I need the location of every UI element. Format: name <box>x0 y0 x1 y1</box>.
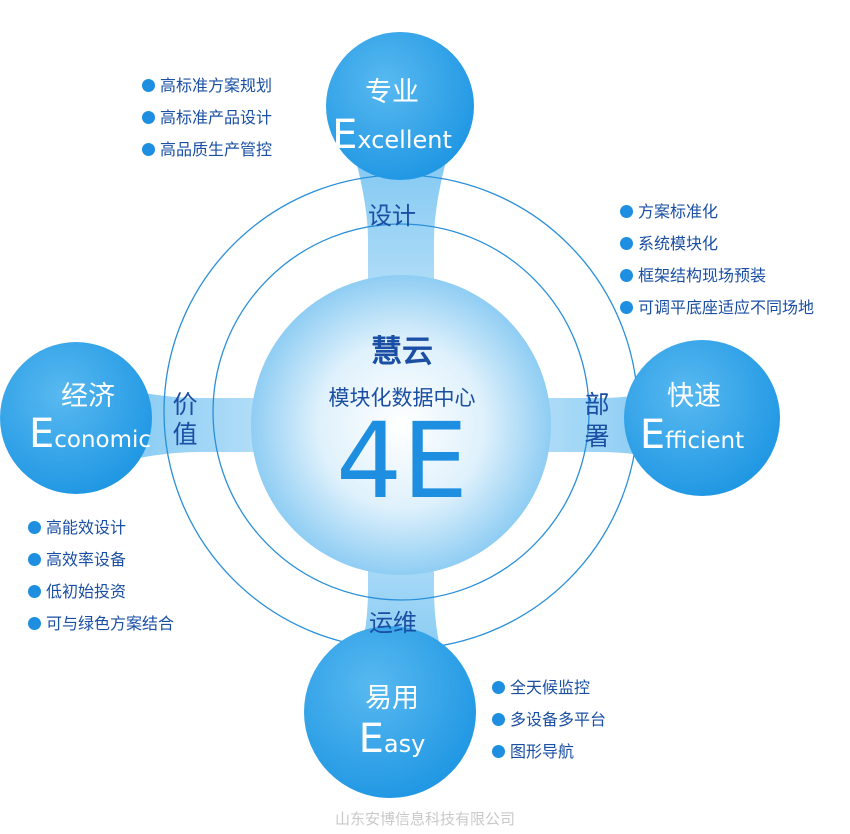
list-item-text: 高能效设计 <box>46 518 127 537</box>
bullet-dot-icon <box>142 111 155 124</box>
node-right-initial: E <box>640 412 665 458</box>
node-right-rest: fficient <box>665 428 744 454</box>
node-left-cn: 经济 <box>61 381 115 412</box>
list-item-text: 框架结构现场预装 <box>638 266 767 285</box>
node-right-circle <box>624 340 780 496</box>
list-item: 高效率设备 <box>28 544 174 576</box>
ring-label-left-1: 价 <box>172 390 197 419</box>
center-title: 慧云 <box>371 334 433 370</box>
list-item: 高能效设计 <box>28 512 174 544</box>
node-bottom-rest: asy <box>384 730 425 758</box>
center-glow <box>251 275 551 575</box>
node-top-initial: E <box>332 112 357 158</box>
list-item-text: 全天候监控 <box>510 678 591 697</box>
node-bottom-en: Easy <box>359 716 426 762</box>
list-item: 可调平底座适应不同场地 <box>620 292 814 324</box>
ring-label-right-1: 部 <box>584 390 609 419</box>
list-item-text: 高品质生产管控 <box>160 140 273 159</box>
list-item: 高品质生产管控 <box>142 134 272 166</box>
bullet-dot-icon <box>620 237 633 250</box>
node-left-en: Economic <box>29 411 151 457</box>
node-left-initial: E <box>29 411 54 457</box>
list-top-left: 高标准方案规划 高标准产品设计 高品质生产管控 <box>142 70 272 166</box>
node-left-rest: conomic <box>54 427 151 453</box>
list-right: 方案标准化 系统模块化 框架结构现场预装 可调平底座适应不同场地 <box>620 196 814 324</box>
inner-ring <box>212 223 590 601</box>
ring-label-top: 设计 <box>368 202 416 230</box>
list-bottom-right: 全天候监控 多设备多平台 图形导航 <box>492 672 606 768</box>
ring-label-bottom: 运维 <box>369 609 417 637</box>
center-big-label: 4E <box>336 400 468 522</box>
node-top-circle <box>326 32 474 180</box>
list-item: 图形导航 <box>492 736 606 768</box>
list-item-text: 低初始投资 <box>46 582 127 601</box>
list-item-text: 方案标准化 <box>638 202 719 221</box>
node-top-en: Excellent <box>332 112 452 158</box>
bullet-dot-icon <box>28 553 41 566</box>
list-item: 框架结构现场预装 <box>620 260 814 292</box>
list-item-text: 多设备多平台 <box>510 710 607 729</box>
footer-watermark: 山东安博信息科技有限公司 <box>334 810 515 828</box>
bullet-dot-icon <box>620 205 633 218</box>
center-subtitle: 模块化数据中心 <box>329 386 476 410</box>
list-item: 高标准产品设计 <box>142 102 272 134</box>
ring-label-left-2: 值 <box>172 420 197 449</box>
list-item-text: 可与绿色方案结合 <box>46 614 175 633</box>
bullet-dot-icon <box>492 745 505 758</box>
list-item-text: 系统模块化 <box>638 234 719 253</box>
node-bottom-cn: 易用 <box>365 683 419 714</box>
list-item-text: 高标准产品设计 <box>160 108 273 127</box>
bullet-dot-icon <box>28 617 41 630</box>
ring-label-right-2: 署 <box>584 422 609 451</box>
bullet-dot-icon <box>28 585 41 598</box>
node-bottom-initial: E <box>359 716 384 762</box>
list-item: 方案标准化 <box>620 196 814 228</box>
bullet-dot-icon <box>620 301 633 314</box>
list-item-text: 高标准方案规划 <box>160 76 273 95</box>
node-top-rest: xcellent <box>357 126 451 154</box>
bullet-dot-icon <box>492 681 505 694</box>
list-item: 全天候监控 <box>492 672 606 704</box>
list-item: 多设备多平台 <box>492 704 606 736</box>
list-item-text: 图形导航 <box>510 742 575 761</box>
list-item: 系统模块化 <box>620 228 814 260</box>
bullet-dot-icon <box>620 269 633 282</box>
node-top-cn: 专业 <box>365 77 419 108</box>
list-left: 高能效设计 高效率设备 低初始投资 可与绿色方案结合 <box>28 512 174 640</box>
list-item: 低初始投资 <box>28 576 174 608</box>
bullet-dot-icon <box>142 79 155 92</box>
node-left-circle <box>0 342 152 494</box>
list-item: 可与绿色方案结合 <box>28 608 174 640</box>
list-item-text: 高效率设备 <box>46 550 127 569</box>
node-right-en: Efficient <box>640 412 744 458</box>
node-bottom-circle <box>304 626 476 798</box>
bullet-dot-icon <box>28 521 41 534</box>
node-right-cn: 快速 <box>667 381 721 412</box>
list-item: 高标准方案规划 <box>142 70 272 102</box>
list-item-text: 可调平底座适应不同场地 <box>638 298 815 317</box>
bullet-dot-icon <box>142 143 155 156</box>
bullet-dot-icon <box>492 713 505 726</box>
